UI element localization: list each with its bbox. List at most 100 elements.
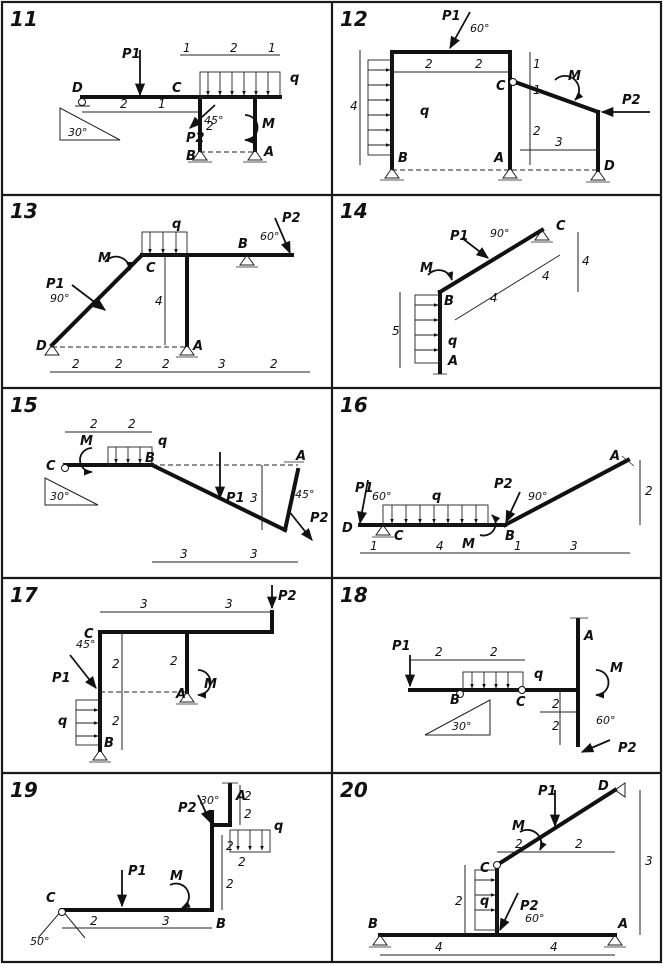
angle: 90° [528, 490, 548, 503]
angle: 30° [200, 794, 220, 807]
angle: 60° [596, 714, 616, 727]
dim: 3 [555, 135, 563, 149]
label-C: C [46, 891, 56, 906]
dim: 2 [72, 357, 80, 371]
dim: 2 [425, 57, 433, 71]
panel-problem-14: 14 C B A P1 q M 4 4 4 5 90° [340, 199, 590, 375]
dim: 4 [436, 539, 444, 553]
dim: 4 [582, 254, 590, 268]
dim: 1 [533, 83, 541, 97]
dim: 2 [515, 837, 523, 851]
label-B: B [398, 151, 408, 166]
dim: 3 [140, 597, 148, 611]
load-P1: P1 [392, 639, 411, 654]
label-B: B [104, 736, 114, 751]
dim: 2 [270, 357, 278, 371]
load-P2: P2 [310, 511, 329, 526]
label-B: B [145, 451, 155, 466]
panel-problem-12: 12 B A C D P1 [340, 7, 650, 183]
load-M: M [420, 261, 433, 276]
load-q: q [432, 489, 441, 504]
dim: 2 [128, 417, 136, 431]
load-q: q [420, 104, 429, 119]
label-D: D [598, 779, 609, 794]
label-B: B [450, 693, 460, 708]
load-M: M [204, 677, 217, 692]
dim: 4 [155, 294, 163, 308]
load-q: q [534, 667, 543, 682]
dim: 2 [244, 807, 252, 821]
load-M: M [568, 69, 581, 84]
load-P2: P2 [622, 93, 641, 108]
load-P2: P2 [494, 477, 513, 492]
label-B: B [505, 529, 515, 544]
label-A: A [192, 339, 203, 354]
angle: 60° [372, 490, 392, 503]
load-P1: P1 [128, 864, 147, 879]
load-P1: P1 [355, 481, 374, 496]
label-A: A [175, 687, 186, 702]
dim: 2 [90, 914, 98, 928]
problem-number: 19 [10, 778, 38, 802]
label-D: D [604, 159, 615, 174]
dim: 3 [250, 491, 258, 505]
dim: 1 [158, 97, 166, 111]
label-A: A [295, 449, 306, 464]
dim: 1 [183, 41, 191, 55]
dim: 1 [533, 57, 541, 71]
dim: 2 [112, 714, 120, 728]
label-C: C [516, 695, 526, 710]
dim: 4 [435, 940, 443, 954]
dim: 3 [570, 539, 578, 553]
label-B: B [368, 917, 378, 932]
dim: 2 [552, 697, 560, 711]
load-P2: P2 [178, 801, 197, 816]
load-q: q [290, 71, 299, 86]
angle: 90° [50, 292, 70, 305]
load-M: M [512, 819, 525, 834]
load-P2: P2 [520, 899, 539, 914]
label-C: C [556, 219, 566, 234]
dim: 4 [490, 291, 498, 305]
load-P1: P1 [226, 491, 245, 506]
load-P1: P1 [450, 229, 469, 244]
label-C: C [394, 529, 404, 544]
label-A: A [609, 449, 620, 464]
load-M: M [98, 251, 111, 266]
dim: 4 [350, 99, 358, 113]
dim: 1 [514, 539, 522, 553]
angle: 45° [76, 638, 96, 651]
angle: 50° [30, 935, 50, 948]
label-C: C [480, 861, 490, 876]
problem-number: 17 [10, 583, 38, 607]
dim: 2 [645, 484, 653, 498]
angle: 60° [470, 22, 490, 35]
problem-number: 15 [10, 393, 38, 417]
dim: 2 [475, 57, 483, 71]
label-B: B [444, 294, 454, 309]
dim: 2 [115, 357, 123, 371]
dim: 2 [244, 789, 252, 803]
panel-problem-13: 13 D C B A P1 P2 q M 2 2 2 3 2 4 90° 60° [10, 199, 310, 373]
label-A: A [583, 629, 594, 644]
load-P1: P1 [538, 784, 557, 799]
label-A: A [263, 145, 274, 160]
load-P1: P1 [52, 671, 71, 686]
panel-problem-11: 11 D [10, 7, 299, 164]
problem-number: 20 [340, 778, 368, 802]
label-B: B [238, 237, 248, 252]
label-C: C [172, 81, 182, 96]
dim: 2 [206, 119, 214, 133]
load-M: M [80, 434, 93, 449]
panel-problem-18: 18 B C A P1 P2 q M 2 2 2 2 30° 60° [340, 583, 637, 756]
load-q: q [158, 434, 167, 449]
load-M: M [462, 537, 475, 552]
label-C: C [496, 79, 506, 94]
problem-number: 18 [340, 583, 368, 607]
label-A: A [617, 917, 628, 932]
problem-number: 13 [10, 199, 38, 223]
dim: 2 [170, 654, 178, 668]
label-D: D [342, 521, 353, 536]
load-M: M [170, 869, 183, 884]
